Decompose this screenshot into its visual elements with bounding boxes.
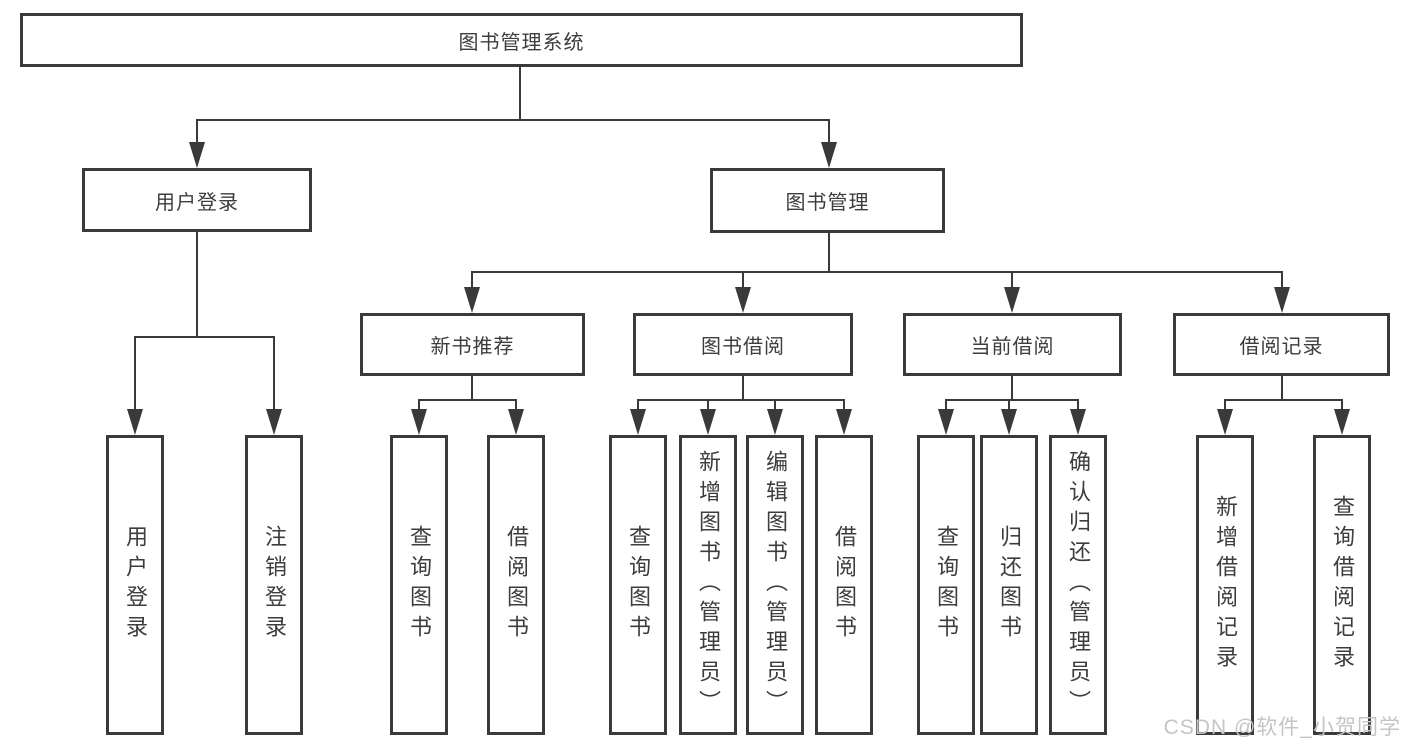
connector-line xyxy=(1077,400,1079,413)
leaf-user-login: 用户登录 xyxy=(106,435,164,735)
arrow-down-icon xyxy=(1004,287,1020,313)
leaf-borrow-books: 借阅图书 xyxy=(815,435,873,735)
node-label: 确认归还（管理员） xyxy=(1066,450,1091,720)
leaf-query-books-borrow: 查询图书 xyxy=(609,435,667,735)
connector-line xyxy=(828,120,830,148)
node-label: 用户登录 xyxy=(123,525,148,645)
connector-line xyxy=(945,399,1079,401)
arrow-down-icon xyxy=(1070,409,1086,435)
connector-line xyxy=(1224,400,1226,413)
connector-line xyxy=(196,119,830,121)
connector-line xyxy=(196,120,198,148)
connector-line xyxy=(742,376,744,400)
leaf-add-borrow-record: 新增借阅记录 xyxy=(1196,435,1254,735)
node-label: 新增图书（管理员） xyxy=(696,450,721,720)
connector-line xyxy=(1281,272,1283,293)
node-borrowing-records: 借阅记录 xyxy=(1173,313,1390,376)
node-label: 查询借阅记录 xyxy=(1330,495,1355,675)
leaf-edit-books-admin: 编辑图书（管理员） xyxy=(746,435,804,735)
connector-line xyxy=(828,233,830,272)
arrow-down-icon xyxy=(508,409,524,435)
arrow-down-icon xyxy=(1001,409,1017,435)
connector-line xyxy=(515,400,517,413)
node-label: 查询图书 xyxy=(626,525,651,645)
node-label: 借阅图书 xyxy=(832,525,857,645)
leaf-confirm-return-admin: 确认归还（管理员） xyxy=(1049,435,1107,735)
node-label: 查询图书 xyxy=(934,525,959,645)
connector-line xyxy=(707,400,709,413)
arrow-down-icon xyxy=(735,287,751,313)
connector-line xyxy=(471,271,1283,273)
leaf-add-books-admin: 新增图书（管理员） xyxy=(679,435,737,735)
connector-line xyxy=(418,400,420,413)
node-label: 新增借阅记录 xyxy=(1213,495,1238,675)
node-label: 查询图书 xyxy=(407,525,432,645)
watermark-text: CSDN @软件_小贺同学 xyxy=(1163,716,1401,739)
connector-line xyxy=(134,336,275,338)
leaf-return-books: 归还图书 xyxy=(980,435,1038,735)
node-label: 图书管理系统 xyxy=(458,31,585,54)
leaf-logout: 注销登录 xyxy=(245,435,303,735)
connector-line xyxy=(843,400,845,413)
connector-line xyxy=(742,272,744,293)
arrow-down-icon xyxy=(938,409,954,435)
arrow-down-icon xyxy=(189,142,205,168)
node-label: 新书推荐 xyxy=(430,336,515,358)
connector-line xyxy=(519,67,521,120)
connector-line xyxy=(637,400,639,413)
arrow-down-icon xyxy=(1274,287,1290,313)
node-label: 注销登录 xyxy=(262,525,287,645)
leaf-query-books-recommend: 查询图书 xyxy=(390,435,448,735)
connector-line xyxy=(1011,376,1013,400)
arrow-down-icon xyxy=(836,409,852,435)
node-label: 编辑图书（管理员） xyxy=(763,450,788,720)
arrow-down-icon xyxy=(821,142,837,168)
arrow-down-icon xyxy=(127,409,143,435)
leaf-query-books-current: 查询图书 xyxy=(917,435,975,735)
arrow-down-icon xyxy=(630,409,646,435)
connector-line xyxy=(774,400,776,413)
connector-line xyxy=(945,400,947,413)
connector-line xyxy=(637,399,845,401)
node-new-book-recommendation: 新书推荐 xyxy=(360,313,585,376)
connector-line xyxy=(1341,400,1343,413)
connector-line xyxy=(1008,400,1010,413)
node-label: 图书管理 xyxy=(785,192,870,214)
arrow-down-icon xyxy=(700,409,716,435)
arrow-down-icon xyxy=(266,409,282,435)
arrow-down-icon xyxy=(464,287,480,313)
connector-line xyxy=(418,399,517,401)
node-book-management: 图书管理 xyxy=(710,168,945,233)
connector-line xyxy=(1281,376,1283,400)
node-root: 图书管理系统 xyxy=(20,13,1023,67)
connector-line xyxy=(471,272,473,293)
leaf-query-borrow-record: 查询借阅记录 xyxy=(1313,435,1371,735)
connector-line xyxy=(134,337,136,413)
node-book-borrowing: 图书借阅 xyxy=(633,313,853,376)
node-label: 用户登录 xyxy=(155,191,239,214)
node-label: 当前借阅 xyxy=(970,336,1055,358)
connector-line xyxy=(1011,272,1013,293)
node-user-login: 用户登录 xyxy=(82,168,312,232)
node-label: 借阅记录 xyxy=(1239,336,1324,358)
arrow-down-icon xyxy=(1334,409,1350,435)
node-label: 借阅图书 xyxy=(504,525,529,645)
node-label: 归还图书 xyxy=(997,525,1022,645)
connector-line xyxy=(273,337,275,413)
leaf-borrow-books-recommend: 借阅图书 xyxy=(487,435,545,735)
connector-line xyxy=(1224,399,1343,401)
node-current-borrowing: 当前借阅 xyxy=(903,313,1122,376)
connector-line xyxy=(471,376,473,400)
arrow-down-icon xyxy=(767,409,783,435)
connector-line xyxy=(196,231,198,337)
arrow-down-icon xyxy=(411,409,427,435)
node-label: 图书借阅 xyxy=(701,336,785,358)
arrow-down-icon xyxy=(1217,409,1233,435)
